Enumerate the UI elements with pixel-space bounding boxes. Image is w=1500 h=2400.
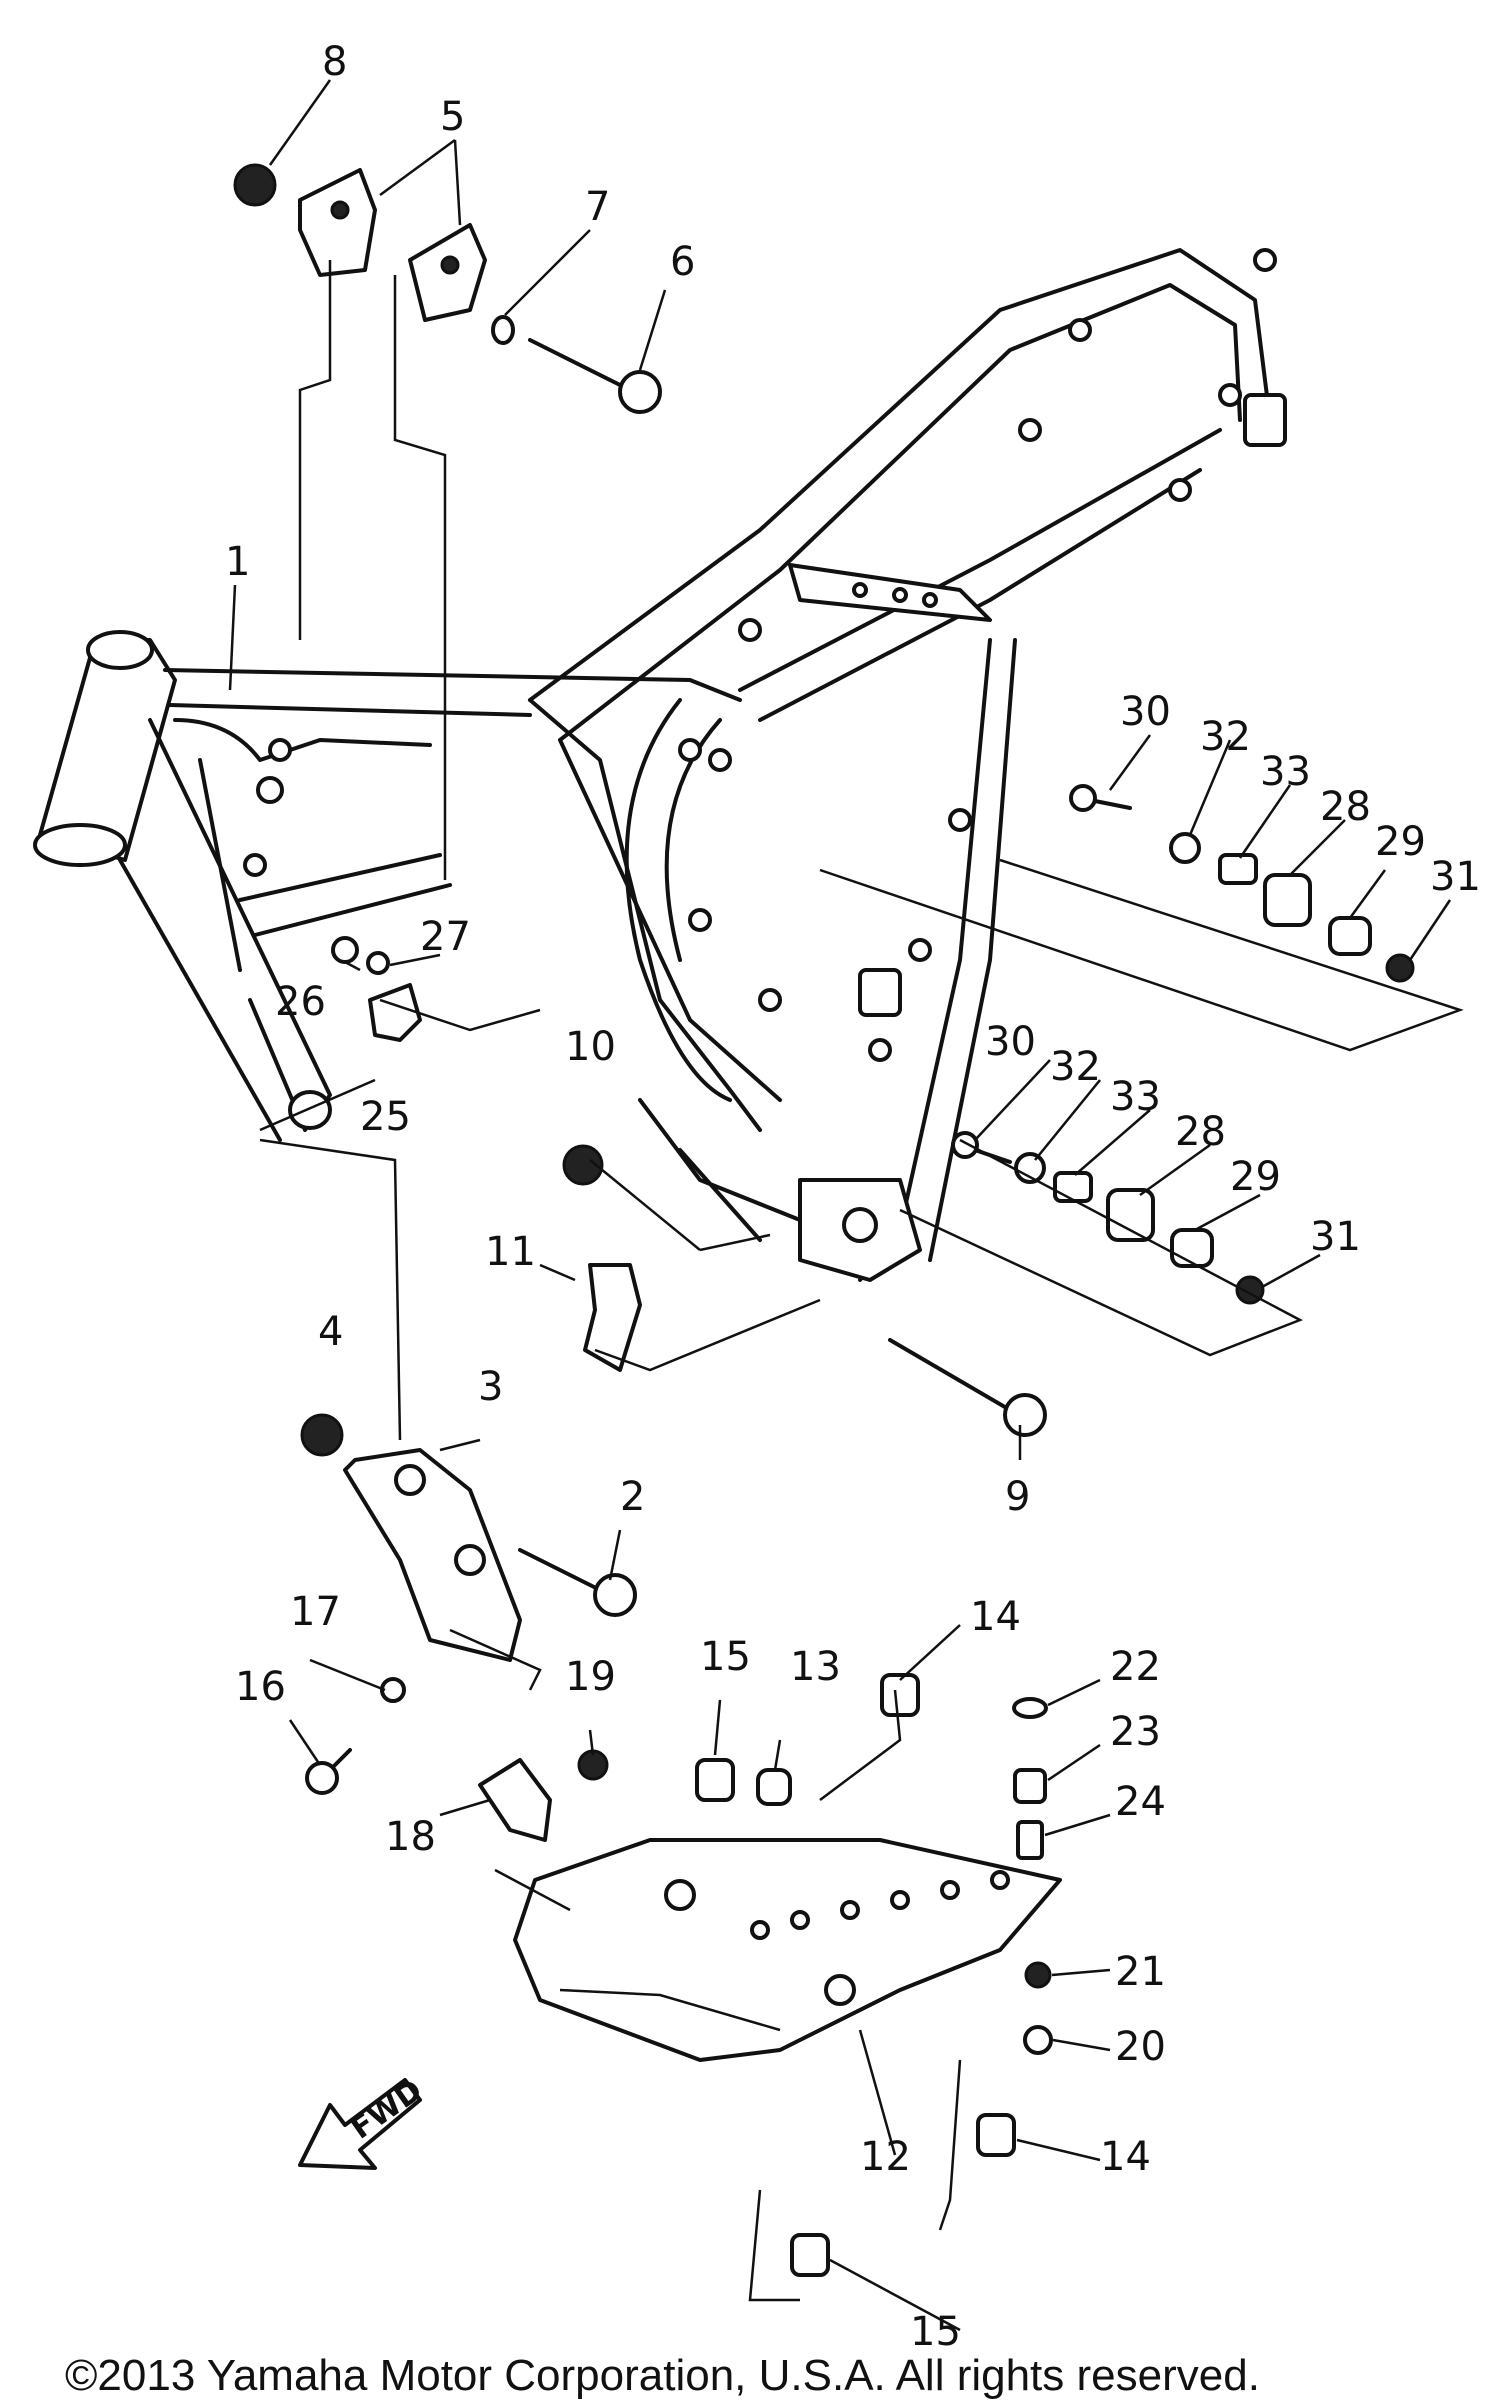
callout-20: 20 <box>1115 2024 1166 2070</box>
callout-5: 5 <box>440 94 465 140</box>
callout-15-upper: 15 <box>700 1634 751 1680</box>
frame-assembly <box>33 248 1287 1282</box>
callout-labels: 8 5 7 6 1 30 32 33 28 29 31 27 26 25 10 … <box>225 39 1481 2355</box>
callout-23: 23 <box>1110 1709 1161 1755</box>
callout-31-lower: 31 <box>1310 1214 1361 1260</box>
callout-33-upper: 33 <box>1260 749 1311 795</box>
callout-28-lower: 28 <box>1175 1109 1226 1155</box>
callout-7: 7 <box>585 184 610 230</box>
callout-29-upper: 29 <box>1375 819 1426 865</box>
callout-1: 1 <box>225 539 250 585</box>
callout-13: 13 <box>790 1644 841 1690</box>
callout-12: 12 <box>860 2134 911 2180</box>
callout-29-lower: 29 <box>1230 1154 1281 1200</box>
callout-14-lower: 14 <box>1100 2134 1151 2180</box>
callout-6: 6 <box>670 239 695 285</box>
fwd-label: FWD <box>345 2073 429 2147</box>
callout-2: 2 <box>620 1474 645 1520</box>
callout-10: 10 <box>565 1024 616 1070</box>
callout-4: 4 <box>318 1309 343 1355</box>
loose-parts <box>233 163 1047 1842</box>
callout-28-upper: 28 <box>1320 784 1371 830</box>
callout-22: 22 <box>1110 1644 1161 1690</box>
callout-26: 26 <box>275 979 326 1025</box>
callout-32-upper: 32 <box>1200 714 1251 760</box>
callout-8: 8 <box>322 39 347 85</box>
callout-30-lower: 30 <box>985 1019 1036 1065</box>
skid-plate <box>513 1673 1062 2277</box>
callout-16: 16 <box>235 1664 286 1710</box>
callout-19: 19 <box>565 1654 616 1700</box>
callout-18: 18 <box>385 1814 436 1860</box>
callout-9: 9 <box>1005 1474 1030 1520</box>
callout-25: 25 <box>360 1094 411 1140</box>
callout-21: 21 <box>1115 1949 1166 1995</box>
callout-24: 24 <box>1115 1779 1166 1825</box>
callout-15-lower: 15 <box>910 2309 961 2355</box>
fwd-arrow: FWD <box>298 2073 429 2170</box>
leader-lines <box>228 79 1464 2332</box>
callout-11: 11 <box>485 1229 536 1275</box>
callout-3: 3 <box>478 1364 503 1410</box>
callout-30-upper: 30 <box>1120 689 1171 735</box>
callout-31-upper: 31 <box>1430 854 1481 900</box>
callout-33-lower: 33 <box>1110 1074 1161 1120</box>
callout-32-lower: 32 <box>1050 1044 1101 1090</box>
callout-14-upper: 14 <box>970 1594 1021 1640</box>
callout-27: 27 <box>420 914 471 960</box>
callout-17: 17 <box>290 1589 341 1635</box>
copyright-text: ©2013 Yamaha Motor Corporation, U.S.A. A… <box>65 2351 1260 2400</box>
engine-mount-brackets <box>298 168 487 322</box>
